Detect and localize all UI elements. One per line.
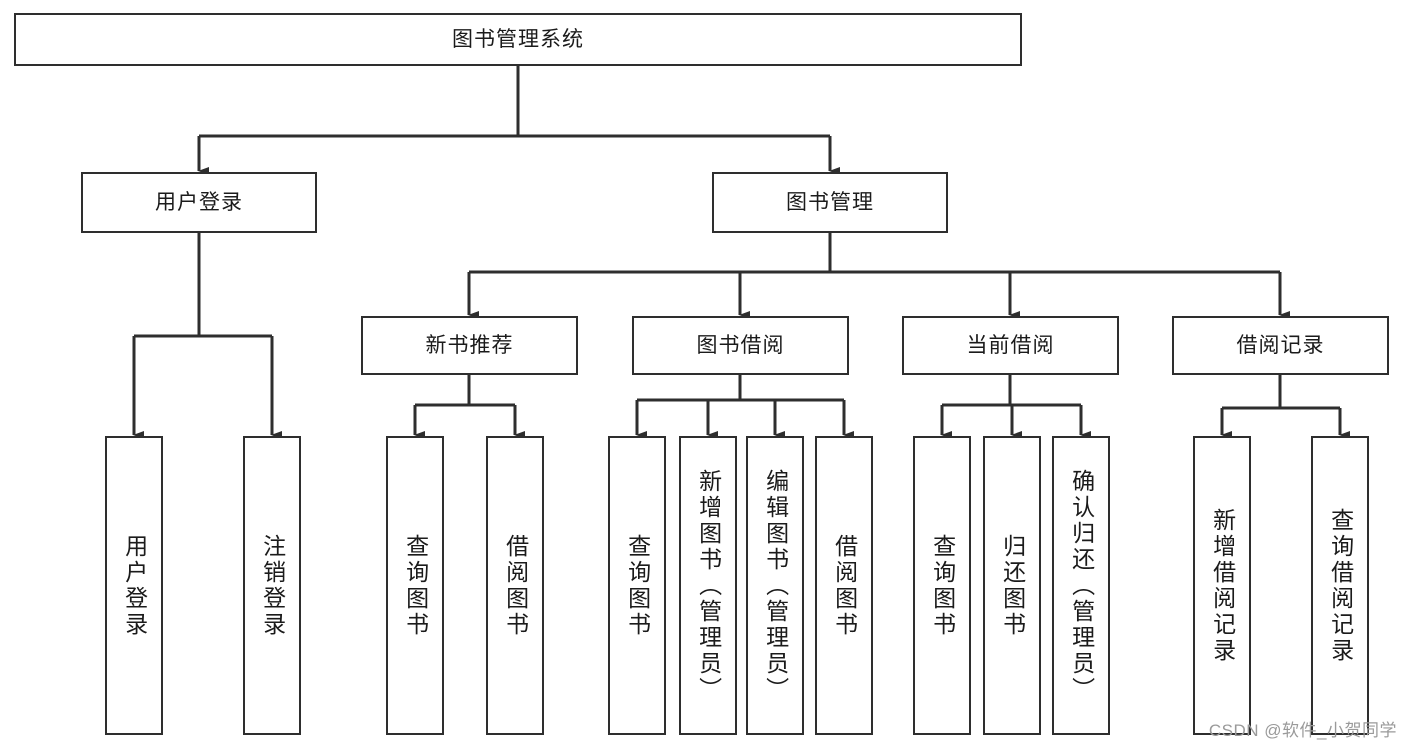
node-label-leaf-add-book: 新增图书（管理员） xyxy=(695,468,722,703)
node-leaf-query-book-recommend[interactable]: 查询图书 xyxy=(386,436,444,735)
node-current-borrow[interactable]: 当前借阅 xyxy=(902,316,1119,375)
node-leaf-confirm-return[interactable]: 确认归还（管理员） xyxy=(1052,436,1110,735)
node-label-leaf-return-book: 归还图书 xyxy=(999,533,1026,638)
node-leaf-query-book-current[interactable]: 查询图书 xyxy=(913,436,971,735)
node-label-leaf-user-login: 用户登录 xyxy=(121,533,148,638)
node-label-leaf-borrow-book: 借阅图书 xyxy=(831,533,858,638)
node-leaf-add-borrow-record[interactable]: 新增借阅记录 xyxy=(1193,436,1251,735)
node-leaf-borrow-book-recommend[interactable]: 借阅图书 xyxy=(486,436,544,735)
watermark-credit: CSDN @软件_小贺同学 xyxy=(1208,721,1397,740)
node-label-leaf-confirm-return: 确认归还（管理员） xyxy=(1068,468,1095,703)
node-label-borrow-record: 借阅记录 xyxy=(1236,333,1325,357)
node-leaf-user-login[interactable]: 用户登录 xyxy=(105,436,163,735)
node-book-management[interactable]: 图书管理 xyxy=(712,172,948,233)
node-label-leaf-query-book-recommend: 查询图书 xyxy=(402,533,429,638)
node-leaf-edit-book[interactable]: 编辑图书（管理员） xyxy=(746,436,804,735)
node-user-login[interactable]: 用户登录 xyxy=(81,172,317,233)
node-root[interactable]: 图书管理系统 xyxy=(14,13,1022,66)
node-label-leaf-borrow-book-recommend: 借阅图书 xyxy=(502,533,529,638)
node-label-book-borrow: 图书借阅 xyxy=(696,333,785,357)
node-label-leaf-query-book-borrow: 查询图书 xyxy=(624,533,651,638)
node-leaf-add-book[interactable]: 新增图书（管理员） xyxy=(679,436,737,735)
node-book-borrow[interactable]: 图书借阅 xyxy=(632,316,849,375)
node-label-new-book-recommend: 新书推荐 xyxy=(425,333,514,357)
node-label-leaf-add-borrow-record: 新增借阅记录 xyxy=(1209,507,1236,664)
node-leaf-borrow-book[interactable]: 借阅图书 xyxy=(815,436,873,735)
node-label-leaf-query-borrow-record: 查询借阅记录 xyxy=(1327,507,1354,664)
node-label-root: 图书管理系统 xyxy=(452,27,584,51)
node-label-leaf-logout-login: 注销登录 xyxy=(259,533,286,638)
node-label-book-management: 图书管理 xyxy=(786,190,874,214)
node-label-leaf-edit-book: 编辑图书（管理员） xyxy=(762,468,789,703)
node-leaf-query-book-borrow[interactable]: 查询图书 xyxy=(608,436,666,735)
node-leaf-return-book[interactable]: 归还图书 xyxy=(983,436,1041,735)
node-new-book-recommend[interactable]: 新书推荐 xyxy=(361,316,578,375)
node-leaf-logout-login[interactable]: 注销登录 xyxy=(243,436,301,735)
node-label-user-login: 用户登录 xyxy=(155,190,243,214)
node-borrow-record[interactable]: 借阅记录 xyxy=(1172,316,1389,375)
node-label-leaf-query-book-current: 查询图书 xyxy=(929,533,956,638)
node-label-current-borrow: 当前借阅 xyxy=(966,333,1055,357)
node-leaf-query-borrow-record[interactable]: 查询借阅记录 xyxy=(1311,436,1369,735)
